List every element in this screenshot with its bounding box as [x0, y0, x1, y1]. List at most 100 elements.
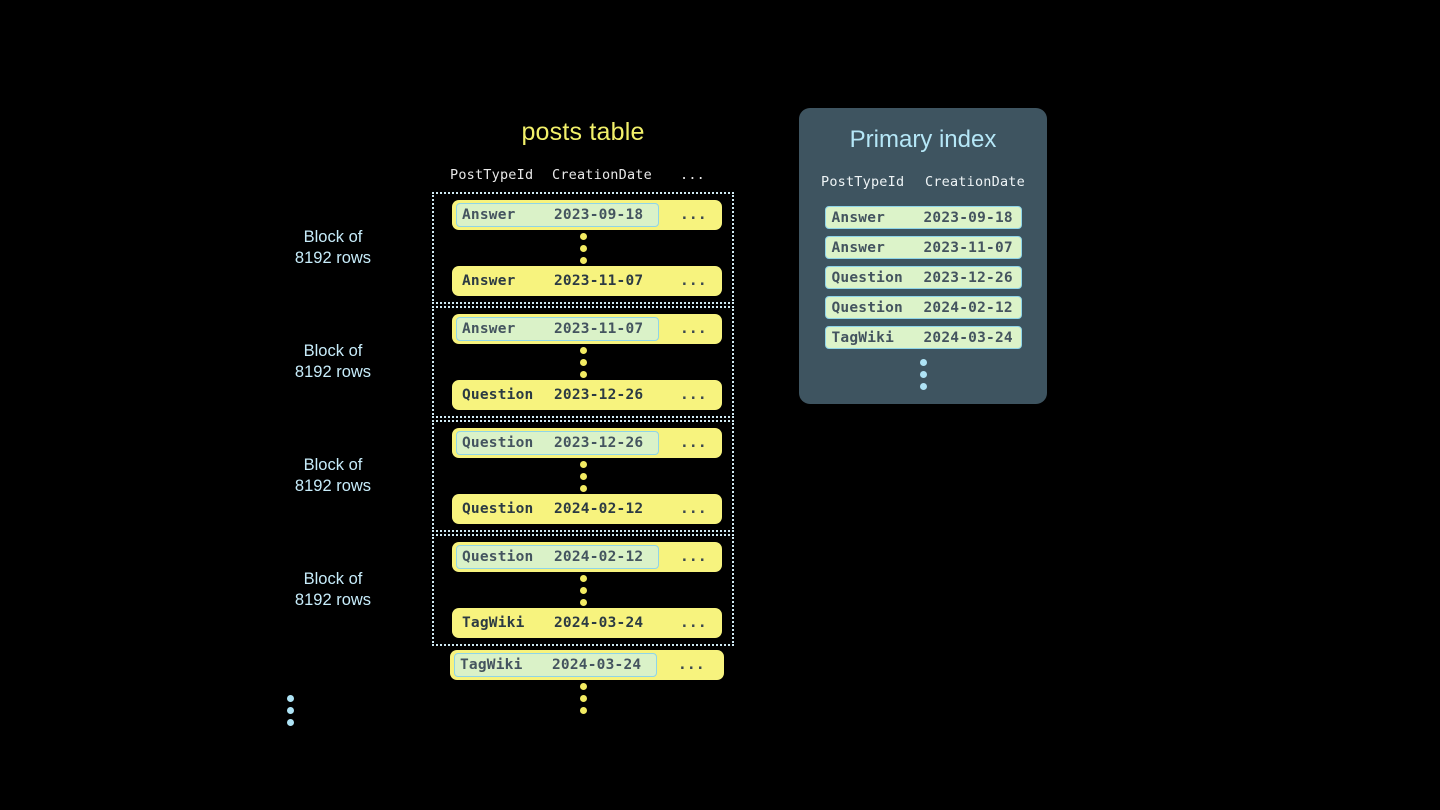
row-highlight-box	[454, 653, 657, 677]
cell-posttypeid: Question	[831, 299, 903, 316]
index-row: Answer 2023-11-07	[824, 236, 1022, 259]
cell-ellipsis: ...	[680, 321, 707, 337]
primary-index-title: Primary index	[849, 126, 997, 153]
cell-ellipsis: ...	[680, 273, 707, 289]
table-row: Question 2023-12-26 ...	[452, 428, 722, 458]
cell-posttypeid: TagWiki	[462, 615, 525, 631]
cell-posttypeid: Answer	[462, 207, 516, 223]
table-block: Block of 8192 rows Question 2024-02-12 .…	[295, 534, 734, 646]
cell-ellipsis: ...	[678, 657, 705, 673]
vertical-ellipsis-dots	[434, 458, 732, 494]
cell-posttypeid: Question	[462, 501, 534, 517]
index-ellipsis-dots	[799, 356, 1047, 392]
dot	[579, 346, 587, 354]
table-row: Question 2024-02-12 ...	[452, 542, 722, 572]
dot	[579, 484, 587, 492]
table-block: Block of 8192 rows Answer 2023-11-07 ...…	[295, 306, 734, 418]
page-title: posts table	[521, 118, 645, 146]
cell-ellipsis: ...	[680, 615, 707, 631]
cell-creationdate: 2023-09-18	[554, 207, 644, 223]
cell-creationdate: 2024-02-12	[554, 501, 644, 517]
column-header-creationdate: CreationDate	[925, 174, 1025, 190]
table-row: Answer 2023-11-07 ...	[452, 266, 722, 296]
block-label: Block of 8192 rows	[294, 569, 372, 609]
dot	[579, 358, 587, 366]
dot	[579, 586, 587, 594]
table-block: Block of 8192 rows Question 2023-12-26 .…	[295, 420, 734, 532]
index-row: Question 2023-12-26	[824, 266, 1022, 289]
vertical-ellipsis-dots	[432, 680, 734, 716]
dot	[579, 472, 587, 480]
dot	[579, 706, 587, 714]
index-row: Question 2024-02-12	[824, 296, 1022, 319]
dot	[579, 244, 587, 252]
dot	[579, 694, 587, 702]
cell-ellipsis: ...	[680, 501, 707, 517]
dot	[286, 706, 294, 714]
cell-ellipsis: ...	[680, 549, 707, 565]
table-row: Question 2023-12-26 ...	[452, 380, 722, 410]
block-label: Block of 8192 rows	[294, 455, 372, 495]
dot	[579, 232, 587, 240]
row-highlight-box	[456, 317, 659, 341]
table-block: Block of 8192 rows Answer 2023-09-18 ...…	[295, 192, 734, 304]
block-label: Block of 8192 rows	[294, 227, 372, 267]
cell-posttypeid: TagWiki	[831, 329, 895, 346]
cell-posttypeid: Question	[462, 549, 534, 565]
row-highlight-box	[456, 545, 659, 569]
table-row: Answer 2023-09-18 ...	[452, 200, 722, 230]
cell-creationdate: 2023-12-26	[923, 269, 1013, 286]
column-header-posttypeid: PostTypeId	[821, 174, 905, 190]
vertical-ellipsis-dots	[434, 572, 732, 608]
cell-creationdate: 2024-03-24	[554, 615, 644, 631]
cell-posttypeid: Answer	[462, 273, 516, 289]
table-row: TagWiki 2024-03-24 ...	[452, 608, 722, 638]
block-label: Block of 8192 rows	[294, 341, 372, 381]
vertical-ellipsis-dots	[434, 344, 732, 380]
cell-ellipsis: ...	[680, 435, 707, 451]
cell-creationdate: 2023-11-07	[554, 273, 644, 289]
cell-creationdate: 2024-02-12	[923, 299, 1013, 316]
table-row: Question 2024-02-12 ...	[452, 494, 722, 524]
column-header-ellipsis: ...	[680, 167, 705, 183]
cell-creationdate: 2023-09-18	[923, 209, 1013, 226]
cell-posttypeid: Answer	[462, 321, 516, 337]
row-highlight-box	[456, 203, 659, 227]
cell-creationdate: 2023-11-07	[554, 321, 644, 337]
cell-posttypeid: Answer	[831, 209, 886, 226]
cell-creationdate: 2024-03-24	[923, 329, 1013, 346]
dot	[286, 718, 294, 726]
left-ellipsis-dots	[270, 692, 310, 728]
dot	[919, 370, 927, 378]
column-header-posttypeid: PostTypeId	[450, 167, 534, 183]
cell-creationdate: 2023-12-26	[554, 435, 644, 451]
cell-creationdate: 2023-11-07	[923, 239, 1013, 256]
dot	[579, 370, 587, 378]
posts-table-column-headers: PostTypeId CreationDate ...	[432, 167, 734, 187]
cell-creationdate: 2023-12-26	[554, 387, 644, 403]
dot	[286, 694, 294, 702]
dot	[579, 598, 587, 606]
cell-ellipsis: ...	[680, 207, 707, 223]
table-row: Answer 2023-11-07 ...	[452, 314, 722, 344]
cell-posttypeid: Answer	[831, 239, 886, 256]
dot	[919, 358, 927, 366]
cell-posttypeid: TagWiki	[460, 657, 523, 673]
row-highlight-box	[456, 431, 659, 455]
trailing-row-area: TagWiki 2024-03-24 ...	[286, 650, 734, 726]
cell-ellipsis: ...	[680, 387, 707, 403]
cell-posttypeid: Question	[462, 435, 534, 451]
cell-creationdate: 2024-02-12	[554, 549, 644, 565]
table-row: TagWiki 2024-03-24 ...	[450, 650, 724, 680]
cell-creationdate: 2024-03-24	[552, 657, 642, 673]
dot	[579, 460, 587, 468]
index-row: Answer 2023-09-18	[824, 206, 1022, 229]
dot	[579, 574, 587, 582]
dot	[579, 682, 587, 690]
cell-posttypeid: Question	[462, 387, 534, 403]
column-header-creationdate: CreationDate	[552, 167, 652, 183]
dot	[579, 256, 587, 264]
posts-table-section: posts table PostTypeId CreationDate ... …	[286, 118, 734, 726]
primary-index-column-headers: PostTypeId CreationDate	[799, 174, 1047, 194]
vertical-ellipsis-dots	[434, 230, 732, 266]
